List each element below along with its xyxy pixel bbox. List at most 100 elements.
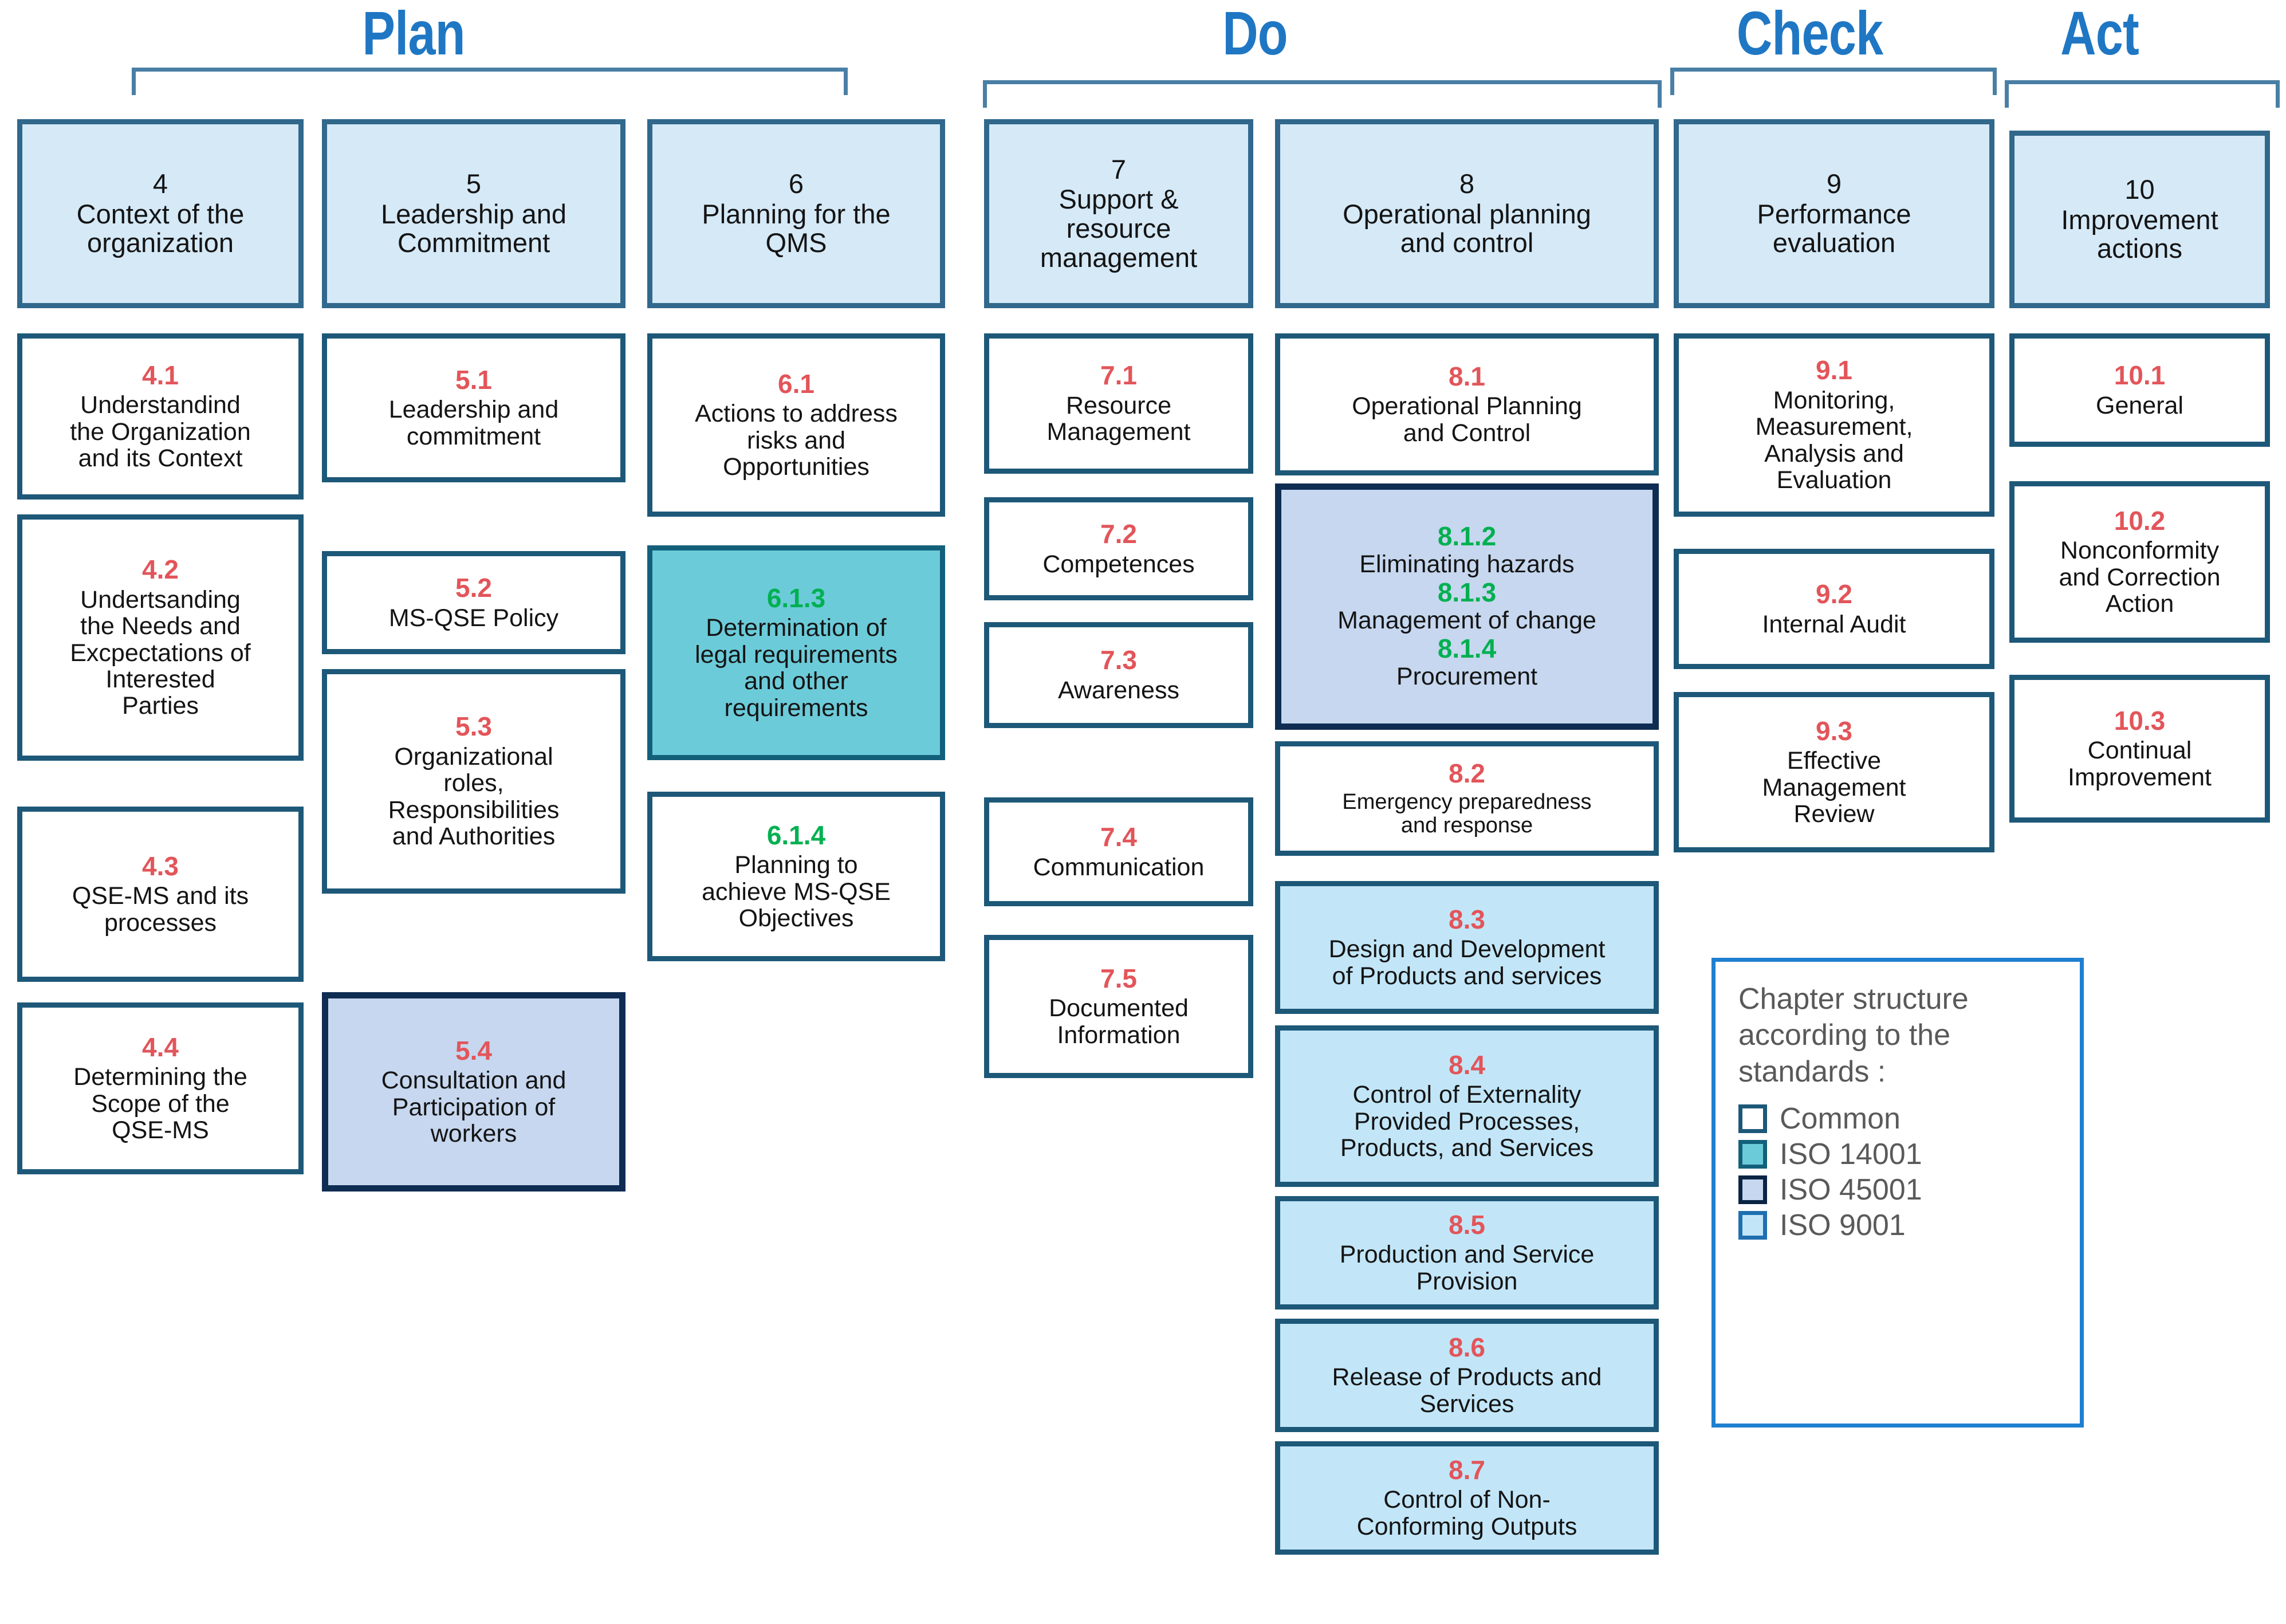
clause-number: 8.4	[1449, 1049, 1485, 1080]
phase-bracket-check	[1670, 68, 1997, 95]
clause-number: 4	[152, 168, 168, 199]
clause-number: 7.3	[1100, 645, 1137, 675]
clause-number: 8.3	[1449, 904, 1485, 934]
legend-swatch-icon	[1738, 1104, 1767, 1134]
clause-title: Internal Audit	[1762, 610, 1906, 638]
clause-number: 8.6	[1449, 1332, 1485, 1362]
clause-title: General	[2096, 391, 2183, 419]
legend-swatch-icon	[1738, 1211, 1767, 1240]
clause-number: 5.4	[455, 1035, 492, 1065]
clause-number: 5.1	[455, 364, 492, 395]
clause-number: 7.2	[1100, 518, 1137, 549]
legend-label: ISO 14001	[1780, 1138, 1922, 1171]
phase-title-plan: Plan	[362, 0, 465, 68]
clause-number: 5.2	[455, 572, 492, 603]
clause-number: 7	[1111, 154, 1127, 184]
clause-number: 8.1.4	[1437, 634, 1497, 664]
clause-title: Management of change	[1337, 606, 1596, 634]
clause-title: Eliminating hazards	[1359, 550, 1575, 578]
clause-number: 6.1.4	[766, 820, 826, 850]
clause-number: 9	[1826, 168, 1842, 199]
clause-number: 7.1	[1100, 360, 1137, 391]
clause-number: 10	[2124, 174, 2155, 205]
clause-number: 8.1	[1449, 361, 1485, 391]
clause-number: 6.1.3	[766, 583, 826, 613]
clause-title: Procurement	[1396, 662, 1538, 690]
clause-number: 7.5	[1100, 963, 1137, 993]
clause-number: 8.7	[1449, 1454, 1485, 1485]
clause-number: 10.2	[2114, 505, 2166, 536]
clause-number: 10.3	[2114, 705, 2166, 736]
legend-swatch-icon	[1738, 1175, 1767, 1205]
clause-title: Communication	[1033, 853, 1205, 881]
legend-item-iso-9001: ISO 9001	[1738, 1210, 2057, 1240]
clause-number: 5	[466, 168, 482, 199]
legend-label: ISO 45001	[1780, 1173, 1922, 1207]
legend-panel: Chapter structure according to the stand…	[1711, 958, 2084, 1428]
clause-number: 9.2	[1816, 579, 1852, 609]
legend-item-common: Common	[1738, 1104, 2057, 1134]
legend-item-iso-45001: ISO 45001	[1738, 1175, 2057, 1205]
phase-title-act: Act	[2060, 0, 2139, 68]
clause-number: 5.3	[455, 711, 492, 742]
clause-number: 4.3	[142, 851, 179, 881]
clause-number: 8.5	[1449, 1209, 1485, 1240]
clause-number: 4.2	[142, 555, 179, 585]
